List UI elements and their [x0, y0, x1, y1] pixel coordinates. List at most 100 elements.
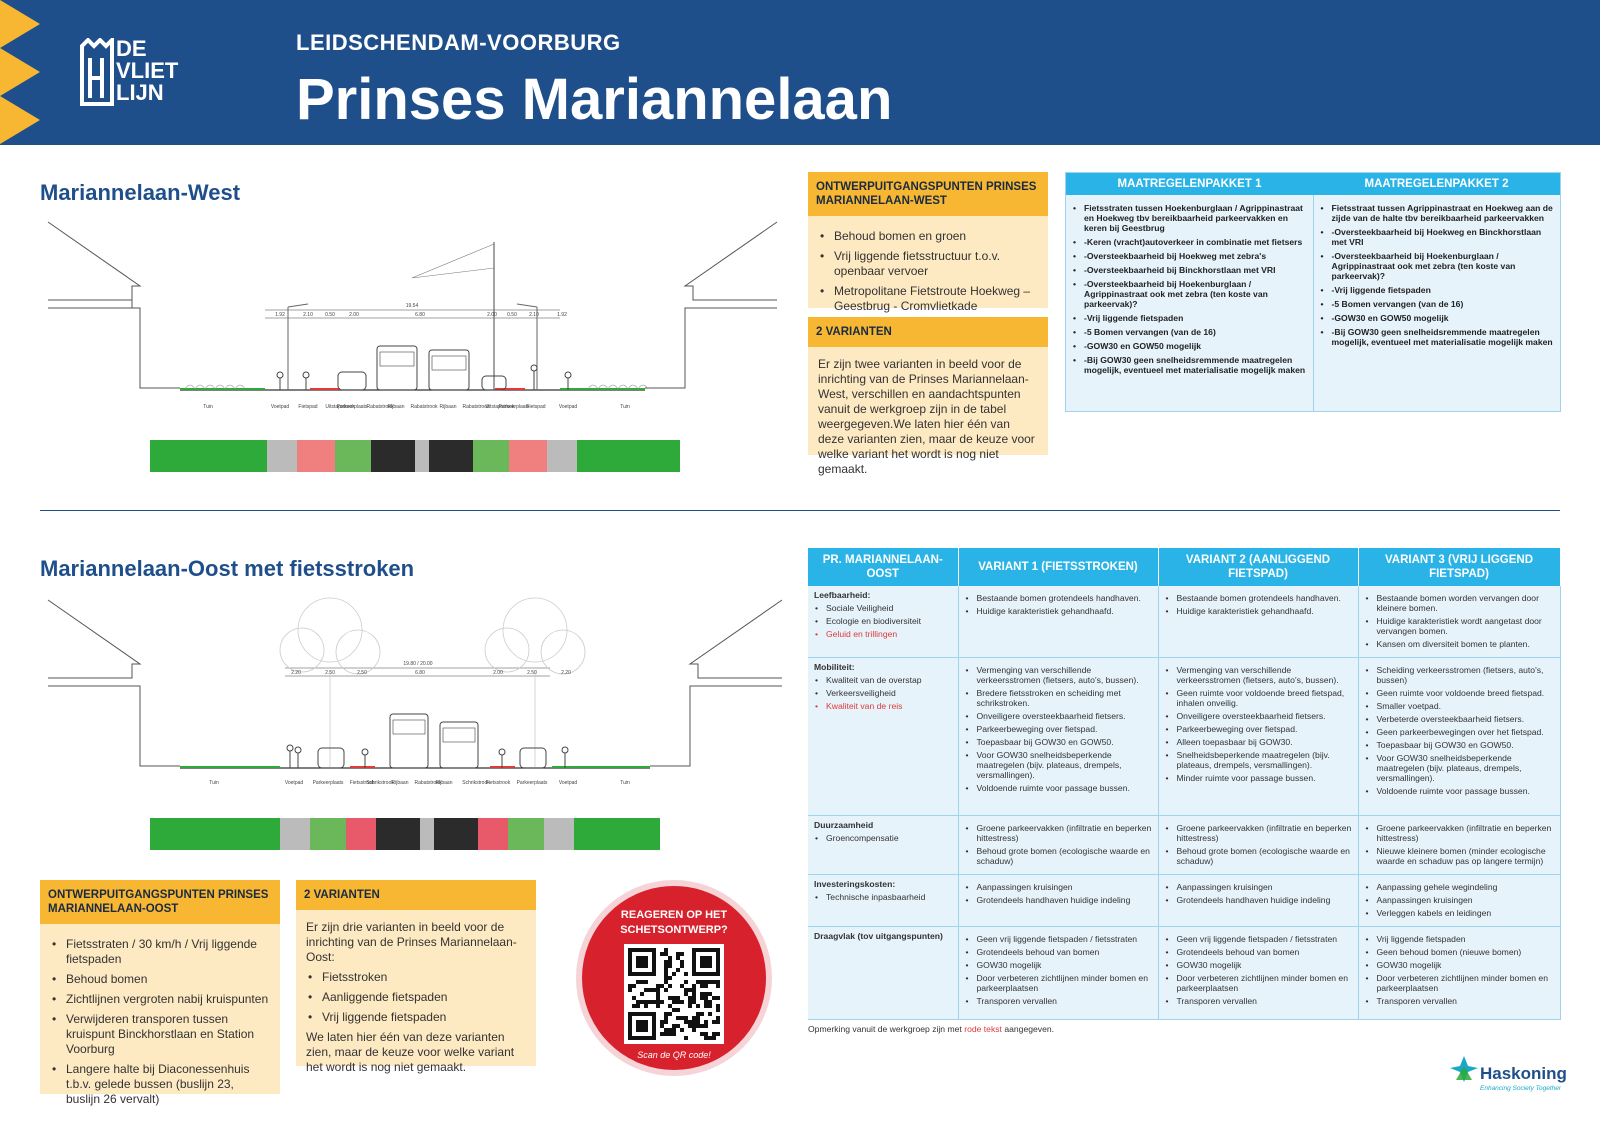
haskoning-logo: Haskoning Enhancing Society Together — [1450, 1052, 1567, 1096]
cross-section-label: 2.10 — [529, 312, 539, 318]
vt-header-2: VARIANT 2 (AANLIGGEND FIETSPAD) — [1158, 548, 1359, 586]
row-criterion: Technische inpasbaarheid — [814, 892, 952, 902]
cross-section-label: 2.20 — [561, 670, 571, 676]
devlietlijn-logo: DE VLIET LIJN — [80, 36, 190, 108]
variant-point: Door verbeteren zichtlijnen minder bomen… — [1365, 973, 1554, 993]
variant-point: Verleggen kabels en leidingen — [1365, 908, 1554, 918]
maatregelen-header-2: MAATREGELENPAKKET 2 — [1364, 178, 1509, 190]
qr-badge[interactable]: REAGEREN OP HET SCHETSONTWERP? Scan de Q… — [576, 880, 772, 1076]
variant-point: Bestaande bomen grotendeels handhaven. — [965, 593, 1152, 603]
cross-section-label: 1.92 — [557, 312, 567, 318]
cross-section-label: Voetpad — [559, 780, 578, 786]
table-row: DuurzaamheidGroencompensatieGroene parke… — [808, 815, 1561, 875]
variant-point: Smaller voetpad. — [1365, 701, 1554, 711]
variant-point: Vermenging van verschillende verkeersstr… — [1165, 665, 1352, 685]
variant-point: Vermenging van verschillende verkeersstr… — [965, 665, 1152, 685]
variant-cell: Geen vrij liggende fietspaden / fietsstr… — [1158, 926, 1359, 1021]
oost-title: Mariannelaan-Oost met fietsstroken — [40, 556, 415, 581]
oost-variant-item: Vrij liggende fietspaden — [306, 1010, 526, 1025]
vt-header-0: PR. MARIANNELAAN-OOST — [808, 548, 959, 586]
row-title: Leefbaarheid: — [814, 590, 871, 600]
table-row: Investeringskosten:Technische inpasbaarh… — [808, 874, 1561, 927]
variant-cell: Vrij liggende fietspadenGeen behoud bome… — [1358, 926, 1561, 1021]
variant-point: Grotendeels handhaven huidige indeling — [965, 895, 1152, 905]
total-width-label: 19.54 — [406, 303, 419, 309]
oost-uitgangspunt-item: Verwijderen transporen tussen kruispunt … — [50, 1012, 270, 1057]
cross-section-label: 6.80 — [415, 312, 425, 318]
maatregel-item: -Bij GOW30 geen snelheidsremmende maatre… — [1072, 355, 1307, 375]
variant-point: Behoud grote bomen (ecologische waarde e… — [965, 846, 1152, 866]
oost-varianten-title: 2 VARIANTEN — [296, 880, 536, 910]
cross-section-label: Schrikstrook — [462, 780, 490, 786]
variant-cell: Groene parkeervakken (infiltratie en bep… — [958, 815, 1159, 875]
variant-point: Grotendeels behoud van bomen — [965, 947, 1152, 957]
oost-varianten-outro: We laten hier één van deze varianten zie… — [306, 1030, 515, 1074]
west-uitgangspunten-title: ONTWERPUITGANGSPUNTEN PRINSES MARIANNELA… — [808, 172, 1048, 216]
variant-cell: Bestaande bomen grotendeels handhaven.Hu… — [1158, 586, 1359, 658]
cross-section-label: Schrikstrook — [366, 780, 394, 786]
oost-variant-item: Aanliggende fietspaden — [306, 990, 526, 1005]
maatregel-item: -Vrij liggende fietspaden — [1072, 313, 1307, 323]
cross-section-label: 2.00 — [487, 312, 497, 318]
cross-section-label: Rijbaan — [388, 404, 405, 410]
maatregelen-pakket-2: Fietsstraat tussen Agrippinastraat en Ho… — [1320, 203, 1555, 347]
variant-point: Aanpassingen kruisingen — [1365, 895, 1554, 905]
maatregelen-table: MAATREGELENPAKKET 1 MAATREGELENPAKKET 2 … — [1065, 172, 1561, 412]
variant-point: Toepasbaar bij GOW30 en GOW50. — [965, 737, 1152, 747]
variant-point: Bredere fietsstroken en scheiding met sc… — [965, 688, 1152, 708]
row-title: Duurzaamheid — [814, 820, 874, 831]
variant-cell: Bestaande bomen worden vervangen door kl… — [1358, 586, 1561, 658]
qr-code[interactable] — [624, 944, 724, 1044]
variant-cell: Vermenging van verschillende verkeersstr… — [1158, 657, 1359, 817]
maatregel-item: Fietsstraat tussen Agrippinastraat en Ho… — [1320, 203, 1555, 223]
variant-point: Voldoende ruimte voor passage bussen. — [1365, 786, 1554, 796]
oost-uitgangspunten-title: ONTWERPUITGANGSPUNTEN PRINSES MARIANNELA… — [40, 880, 280, 924]
variant-point: Geen behoud bomen (nieuwe bomen) — [1365, 947, 1554, 957]
cross-section-label: 2.50 — [325, 670, 335, 676]
maatregel-item: -GOW30 en GOW50 mogelijk — [1072, 341, 1307, 351]
logo-mark-icon — [80, 38, 114, 106]
header-banner: DE VLIET LIJN LEIDSCHENDAM-VOORBURG Prin… — [0, 0, 1600, 145]
variant-point: Door verbeteren zichtlijnen minder bomen… — [1165, 973, 1352, 993]
oost-uitgangspunt-item: Fietsstraten / 30 km/h / Vrij liggende f… — [50, 937, 270, 967]
variant-point: Onveiligere oversteekbaarheid fietsers. — [965, 711, 1152, 721]
west-title: Mariannelaan-West — [40, 180, 241, 205]
maatregelen-pakket-1: Fietsstraten tussen Hoekenburglaan / Agr… — [1072, 203, 1307, 375]
row-title: Mobiliteit: — [814, 661, 855, 672]
maatregel-item: -Oversteekbaarheid bij Hoekenburglaan / … — [1072, 279, 1307, 309]
oost-uitgangspunt-item: Langere halte bij Diaconessenhuis t.b.v.… — [50, 1062, 270, 1107]
cross-section-label: Voetpad — [559, 404, 578, 410]
west-uitgangspunt-item: Behoud bomen en groen — [818, 229, 1038, 244]
cross-section-label: Fietspad — [526, 404, 545, 410]
maatregel-item: -Oversteekbaarheid bij Binckhorstlaan me… — [1072, 265, 1307, 275]
variant-point: Transporen vervallen — [1165, 996, 1352, 1006]
row-criterion: Ecologie en biodiversiteit — [814, 616, 952, 626]
variant-point: Alleen toepasbaar bij GOW30. — [1165, 737, 1352, 747]
oost-uitgangspunt-item: Zichtlijnen vergroten nabij kruispunten — [50, 992, 270, 1007]
variant-point: Voor GOW30 snelheidsbeperkende maatregel… — [1365, 753, 1554, 783]
logo-line-2: VLIET — [116, 58, 179, 83]
table-row: Mobiliteit:Kwaliteit van de overstapVerk… — [808, 657, 1561, 817]
table-row: Draagvlak (tov uitgangspunten)Geen vrij … — [808, 926, 1561, 1021]
variant-cell: Vermenging van verschillende verkeersstr… — [958, 657, 1159, 817]
logo-line-1: DE — [116, 36, 147, 61]
header-title: Prinses Mariannelaan — [296, 67, 893, 132]
qr-title: REAGEREN OP HET SCHETSONTWERP? — [620, 909, 728, 936]
variant-cell: Scheiding verkeersstromen (fietsers, aut… — [1358, 657, 1561, 817]
cross-section-label: Parkeerplaats — [313, 780, 344, 786]
maatregel-item: -Oversteekbaarheid bij Hoekenburglaan / … — [1320, 251, 1555, 281]
maatregel-item: -Vrij liggende fietspaden — [1320, 285, 1555, 295]
cross-section-label: Tuin — [203, 404, 213, 410]
table-row: Leefbaarheid:Sociale VeiligheidEcologie … — [808, 586, 1561, 658]
variant-point: Geen ruimte voor voldoende breed fietspa… — [1165, 688, 1352, 708]
cross-section-label: Voetpad — [271, 404, 290, 410]
maatregel-item: Fietsstraten tussen Hoekenburglaan / Agr… — [1072, 203, 1307, 233]
variant-point: Minder ruimte voor passage bussen. — [1165, 773, 1352, 783]
maatregel-item: -Oversteekbaarheid bij Hoekweg met zebra… — [1072, 251, 1307, 261]
variant-cell: Bestaande bomen grotendeels handhaven.Hu… — [958, 586, 1159, 658]
cross-section-label: Voetpad — [285, 780, 304, 786]
variant-point: Voor GOW30 snelheidsbeperkende maatregel… — [965, 750, 1152, 780]
variant-point: Huidige karakteristiek gehandhaafd. — [1165, 606, 1352, 616]
cross-section-label: Rabatstrook — [463, 404, 490, 410]
cross-section-label: 0.50 — [507, 312, 517, 318]
